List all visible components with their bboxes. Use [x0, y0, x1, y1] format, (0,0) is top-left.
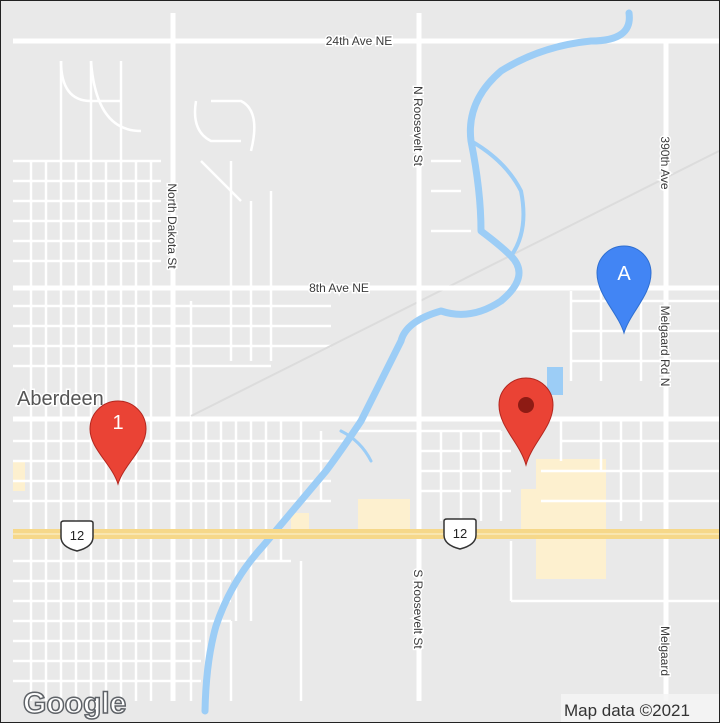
map-pin-icon[interactable] — [498, 377, 554, 467]
label-8th-ave: 8th Ave NE — [309, 281, 369, 295]
label-melgaard-south: Melgaard — [658, 626, 672, 676]
us-highway-shield-icon: 12 — [443, 518, 477, 550]
svg-text:12: 12 — [453, 526, 467, 541]
label-n-roosevelt: N Roosevelt St — [411, 86, 425, 167]
map-pin-icon[interactable]: A — [596, 245, 652, 335]
map-attribution[interactable]: Map data ©2021 — [564, 701, 690, 720]
commercial-areas — [13, 367, 606, 579]
rail-line — [190, 150, 719, 417]
marker-1-label: 1 — [112, 412, 123, 434]
river — [201, 9, 633, 715]
svg-text:12: 12 — [70, 528, 84, 543]
attribution-box — [561, 694, 719, 722]
map-pin-icon[interactable]: 1 — [89, 400, 147, 486]
label-24th-ave: 24th Ave NE — [326, 34, 393, 48]
marker-dot — [518, 397, 534, 413]
label-390th-ave: 390th Ave — [658, 136, 672, 189]
road-labels: 24th Ave NE 8th Ave NE N Roosevelt St S … — [164, 33, 674, 678]
label-s-roosevelt: S Roosevelt St — [411, 569, 425, 649]
google-logo: Google — [23, 687, 126, 720]
label-melgaard-rd-n: Melgaard Rd N — [658, 306, 672, 387]
label-north-dakota: North Dakota St — [165, 183, 179, 269]
marker-a-label: A — [617, 263, 631, 285]
us-highway-shield-icon: 12 — [60, 520, 94, 552]
city-label: Aberdeen — [17, 388, 104, 410]
